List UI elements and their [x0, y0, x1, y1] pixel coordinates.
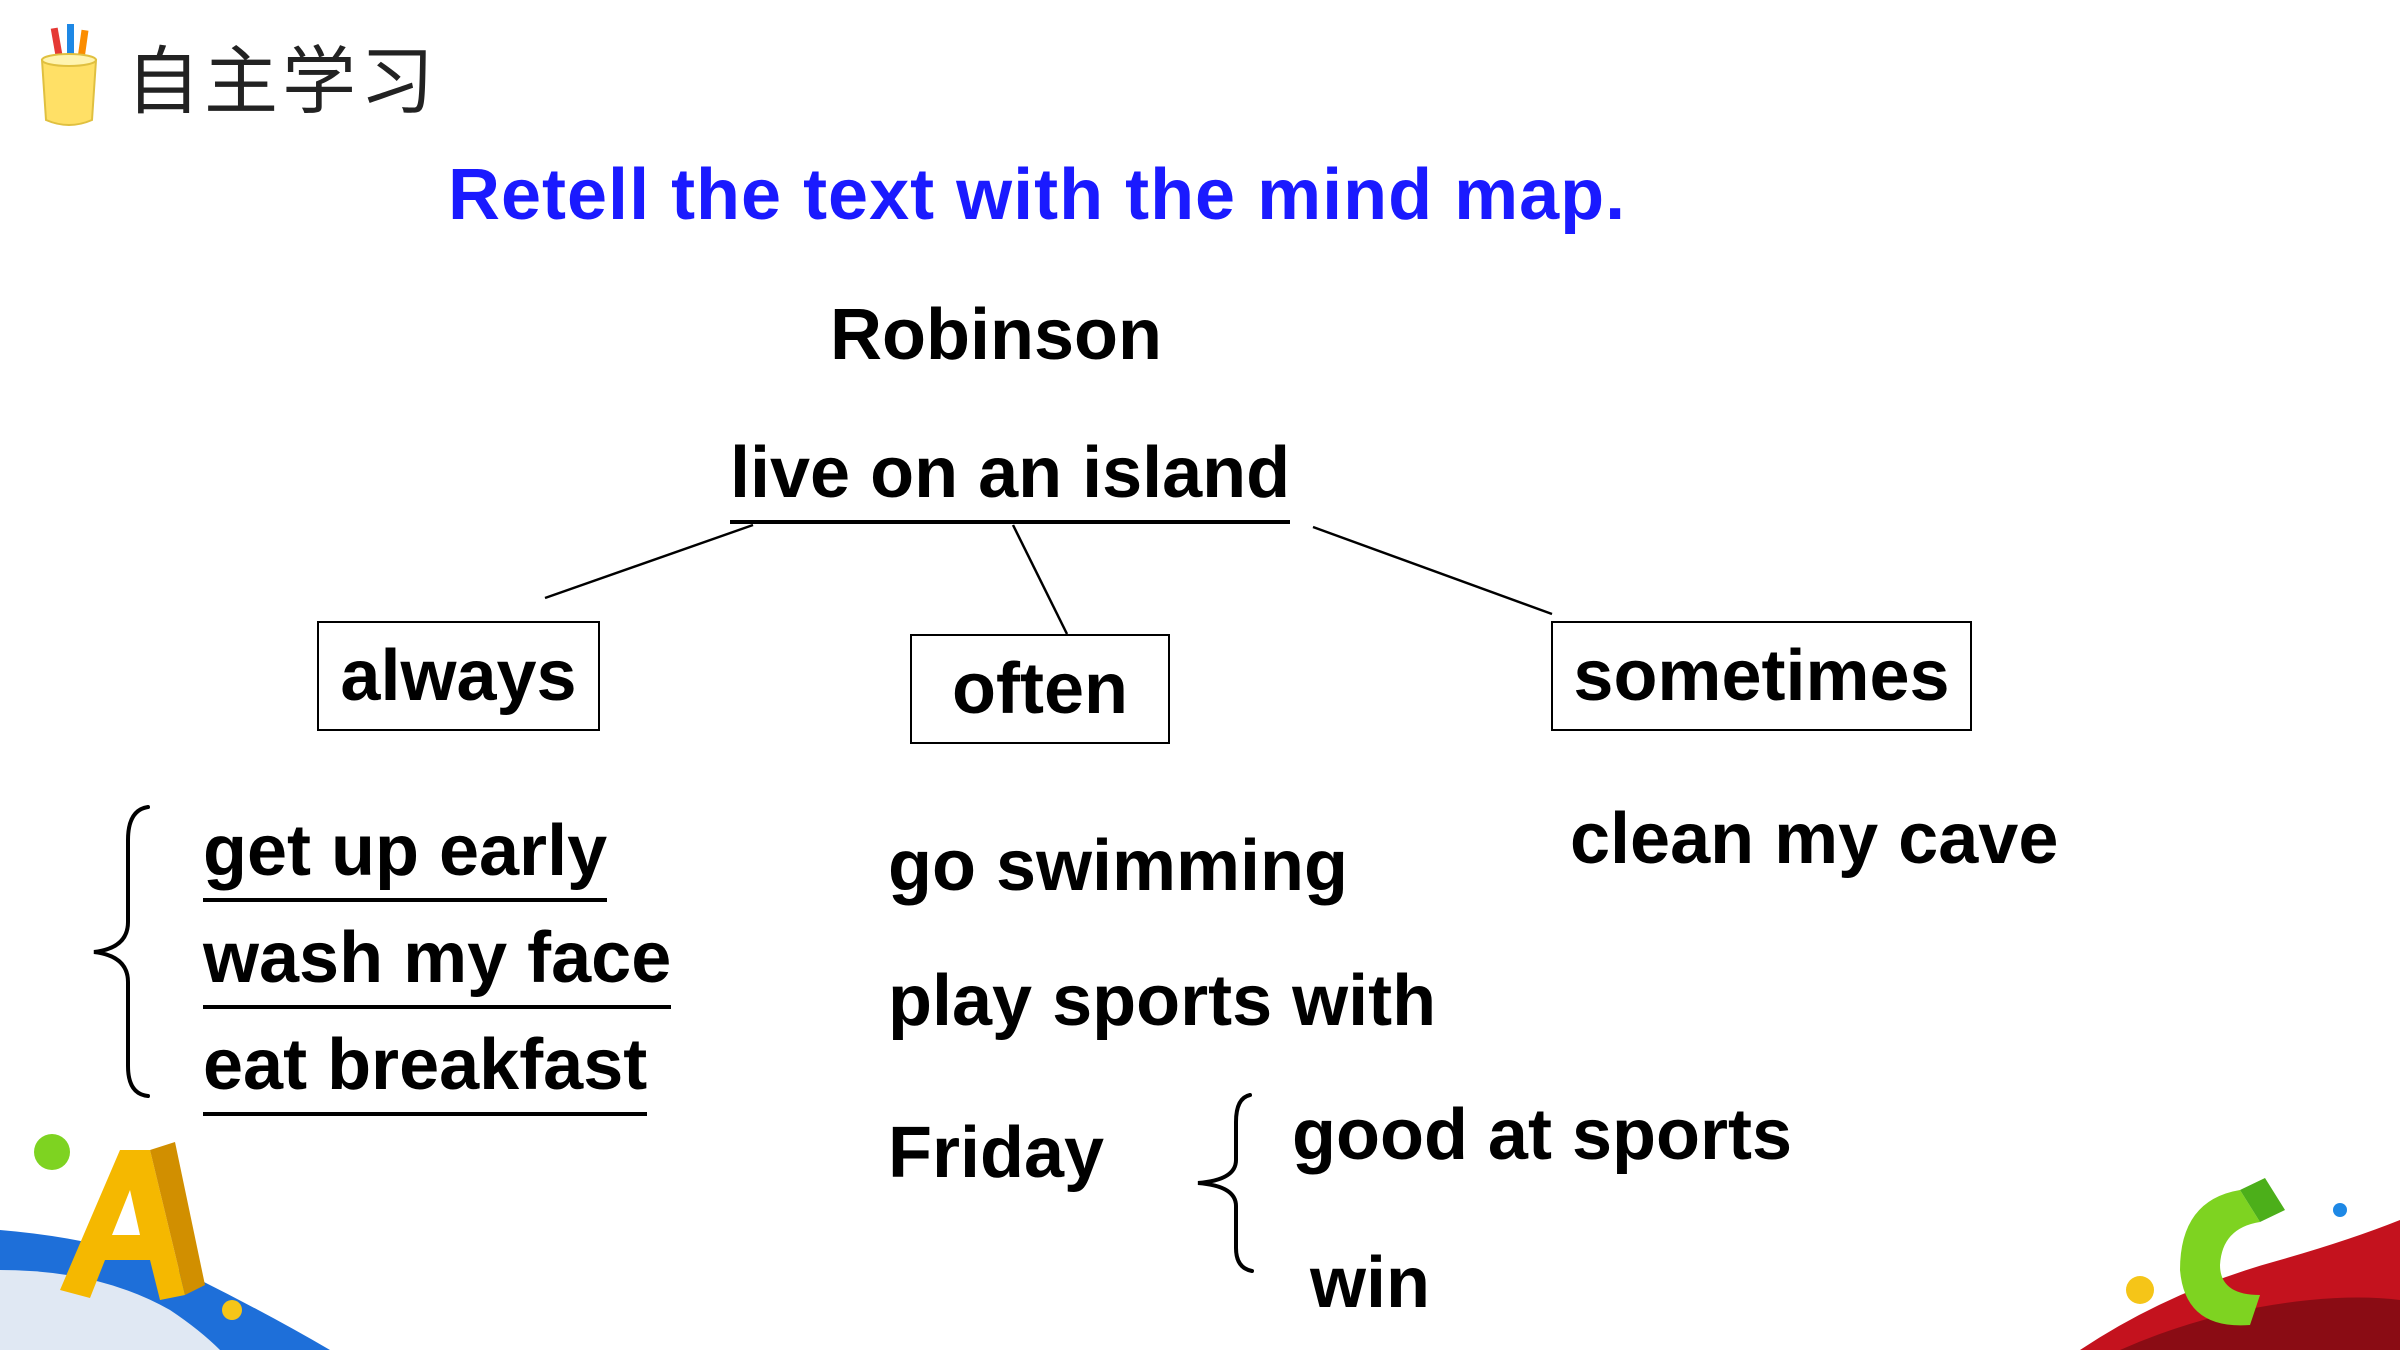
connector-sometimes [1312, 525, 1553, 616]
friday-detail-2: win [1310, 1243, 1430, 1323]
mind-map-name: Robinson [830, 295, 1162, 375]
pencil-cup-icon [40, 24, 98, 126]
header-title: 自主学习 [126, 39, 438, 125]
often-item-1: go swimming [888, 826, 1349, 906]
branch-always-box: always [317, 621, 600, 731]
always-item-3: eat breakfast [203, 1022, 648, 1116]
connector-often [1011, 524, 1069, 635]
connector-always [544, 523, 754, 600]
branch-always-label: always [340, 636, 577, 716]
mind-map-root: live on an island [730, 430, 1291, 524]
branch-often-label: often [952, 649, 1128, 729]
friday-detail-1: good at sports [1292, 1095, 1792, 1175]
sometimes-item-1: clean my cave [1570, 799, 2059, 879]
instruction-heading: Retell the text with the mind map. [448, 155, 1627, 235]
always-item-1: get up early [203, 808, 608, 902]
often-item-3: Friday [888, 1113, 1105, 1193]
letter-c-icon [2080, 1178, 2400, 1350]
branch-sometimes-box: sometimes [1551, 621, 1972, 731]
branch-often-box: often [910, 634, 1170, 744]
brace-friday [1197, 1093, 1254, 1273]
often-item-2: play sports with [888, 961, 1437, 1041]
branch-sometimes-label: sometimes [1573, 636, 1950, 716]
brace-always [93, 805, 150, 1098]
always-item-2: wash my face [203, 915, 672, 1009]
letter-a-icon [0, 1134, 330, 1350]
